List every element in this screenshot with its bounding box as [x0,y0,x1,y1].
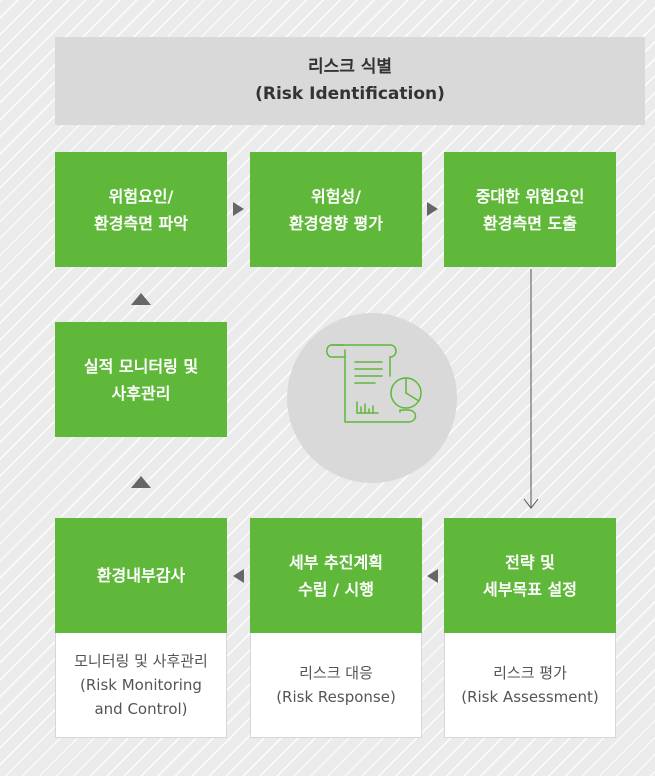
risk-identification-header: 리스크 식별 (Risk Identification) [55,37,645,125]
center-circle [287,313,457,483]
arrow-up-icon [131,476,151,488]
header-title-ko: 리스크 식별 [307,57,393,77]
arrow-up-icon [131,293,151,305]
step-label-line2: 환경측면 도출 [483,213,577,233]
step-label-line1: 실적 모니터링 및 [83,356,199,376]
step-label-line1: 위험요인/ [108,186,174,206]
step-internal-audit: 환경내부감사 [55,518,227,633]
step-label-line1: 위험성/ [310,186,361,206]
step-risk-assessment: 위험성/ 환경영향 평가 [250,152,422,267]
arrow-left-icon [233,569,244,583]
step-label-line2: 수립 / 시행 [298,579,374,599]
step-label-line1: 전략 및 [505,552,555,572]
phase-label-ko: 리스크 대응 [299,664,373,682]
report-document-chart-icon [326,344,422,423]
phase-risk-response: 리스크 대응 (Risk Response) [250,633,422,738]
step-label-line2: 환경영향 평가 [289,213,383,233]
arrow-right-icon [233,202,244,216]
phase-risk-assessment: 리스크 평가 (Risk Assessment) [444,633,616,738]
phase-label-ko: 모니터링 및 사후관리 [74,652,208,670]
step-strategy-targets: 전략 및 세부목표 설정 [444,518,616,633]
phase-label-en-cont: and Control) [94,700,188,718]
step-label-line1: 세부 추진계획 [289,552,383,572]
arrow-down-icon [523,498,539,509]
step-label-line2: 사후관리 [111,383,171,403]
arrow-right-icon [427,202,438,216]
header-title-en: (Risk Identification) [255,84,445,104]
phase-label-en: (Risk Response) [276,688,396,706]
step-label-line2: 세부목표 설정 [483,579,577,599]
step-hazard-identification: 위험요인/ 환경측면 파악 [55,152,227,267]
phase-risk-monitoring: 모니터링 및 사후관리 (Risk Monitoring and Control… [55,633,227,738]
phase-label-en: (Risk Monitoring [80,676,202,694]
step-label-line1: 중대한 위험요인 [475,186,585,206]
phase-label-ko: 리스크 평가 [493,664,567,682]
step-significant-hazards: 중대한 위험요인 환경측면 도출 [444,152,616,267]
step-performance-monitoring: 실적 모니터링 및 사후관리 [55,322,227,437]
step-label-line1: 환경내부감사 [96,566,186,585]
step-label-line2: 환경측면 파악 [94,213,188,233]
arrow-left-icon [427,569,438,583]
step-action-plan: 세부 추진계획 수립 / 시행 [250,518,422,633]
phase-label-en: (Risk Assessment) [461,688,599,706]
